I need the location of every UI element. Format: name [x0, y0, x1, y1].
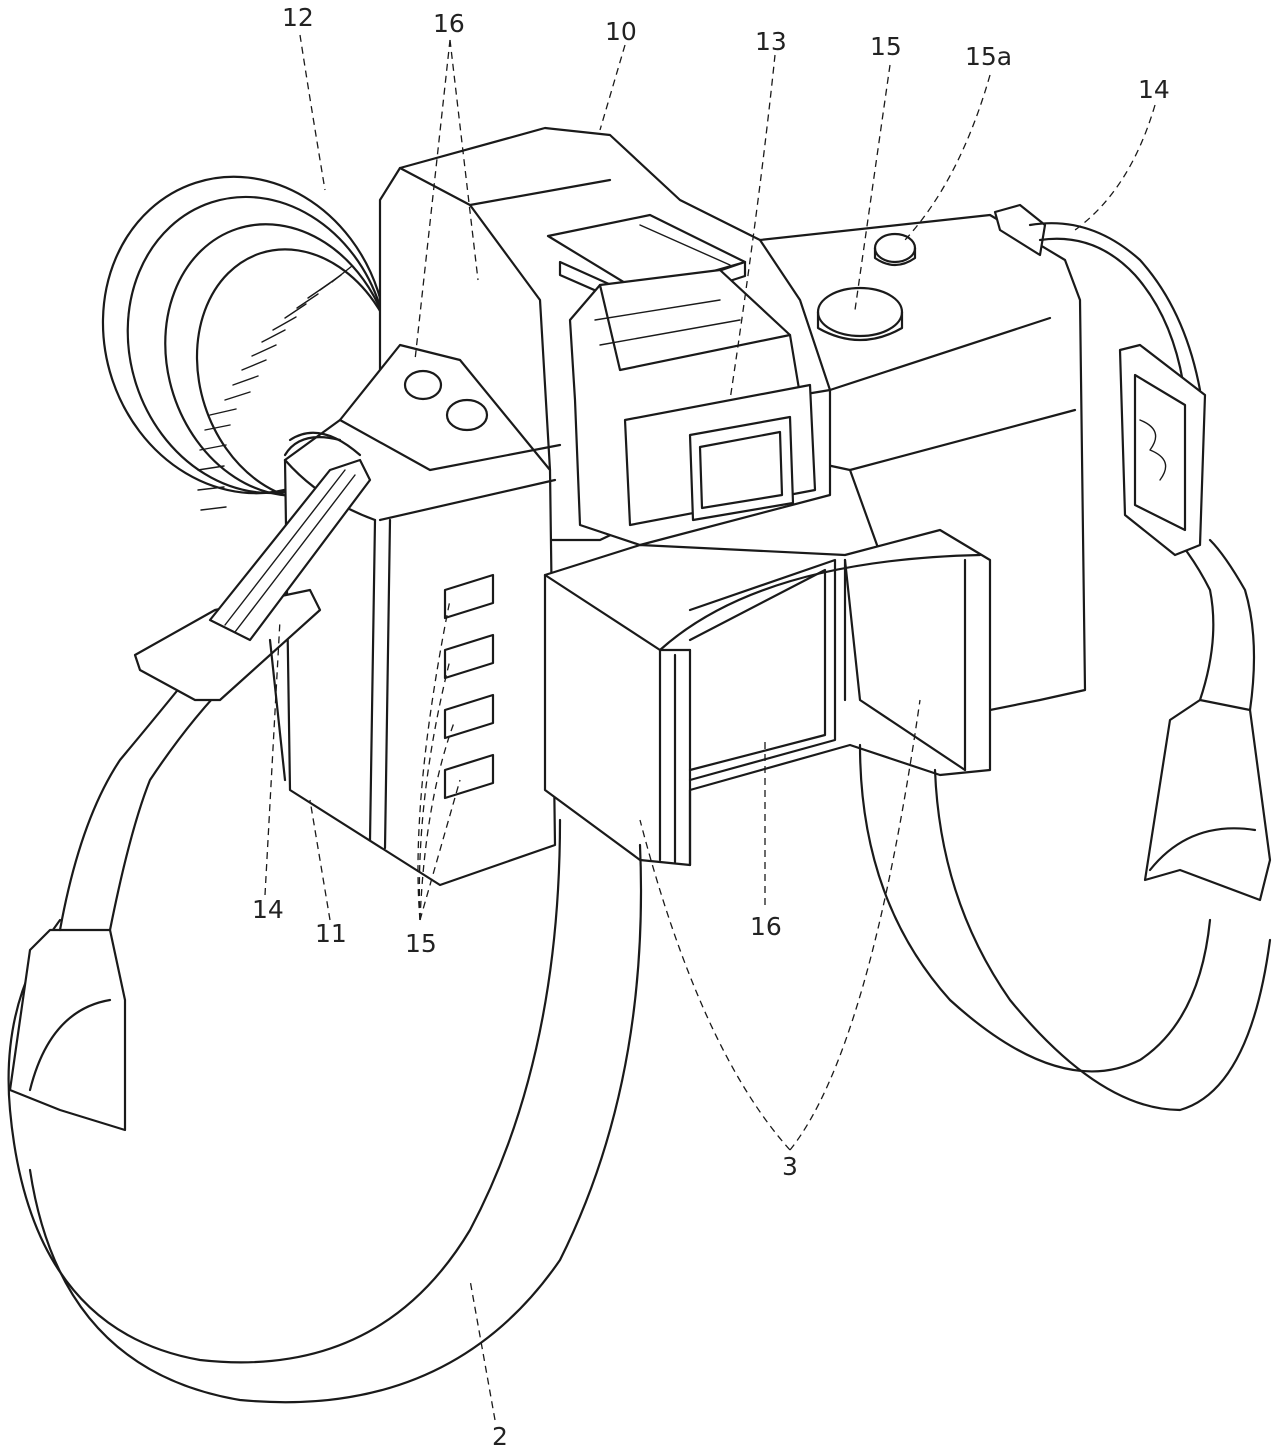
leader-lines: [264, 34, 1156, 1421]
label-side-buttons: 15: [405, 929, 437, 958]
guide-members: [543, 528, 992, 867]
label-guide-members: 3: [782, 1152, 798, 1181]
label-grip-body: 11: [315, 919, 347, 948]
strap-lug-right: [993, 203, 1207, 557]
label-side-top-buttons: 16: [433, 9, 465, 38]
strap: [7, 518, 1272, 1404]
strap-lug-left: [133, 431, 372, 782]
label-shutter-button: 15a: [965, 42, 1012, 71]
label-screen: 16: [750, 912, 782, 941]
label-top-buttons: 15: [870, 32, 902, 61]
label-viewfinder: 13: [755, 27, 787, 56]
viewfinder: [568, 268, 832, 547]
label-strap-lug-left: 14: [252, 895, 284, 924]
side-buttons: [443, 573, 495, 800]
label-strap: 2: [492, 1422, 508, 1451]
reference-numerals: 10 12 16 13 15 15a 14 14 11 15 16 3 2: [252, 3, 1170, 1451]
label-lens: 12: [282, 3, 314, 32]
label-strap-lug-right: 14: [1138, 75, 1170, 104]
label-camera-body: 10: [605, 17, 637, 46]
